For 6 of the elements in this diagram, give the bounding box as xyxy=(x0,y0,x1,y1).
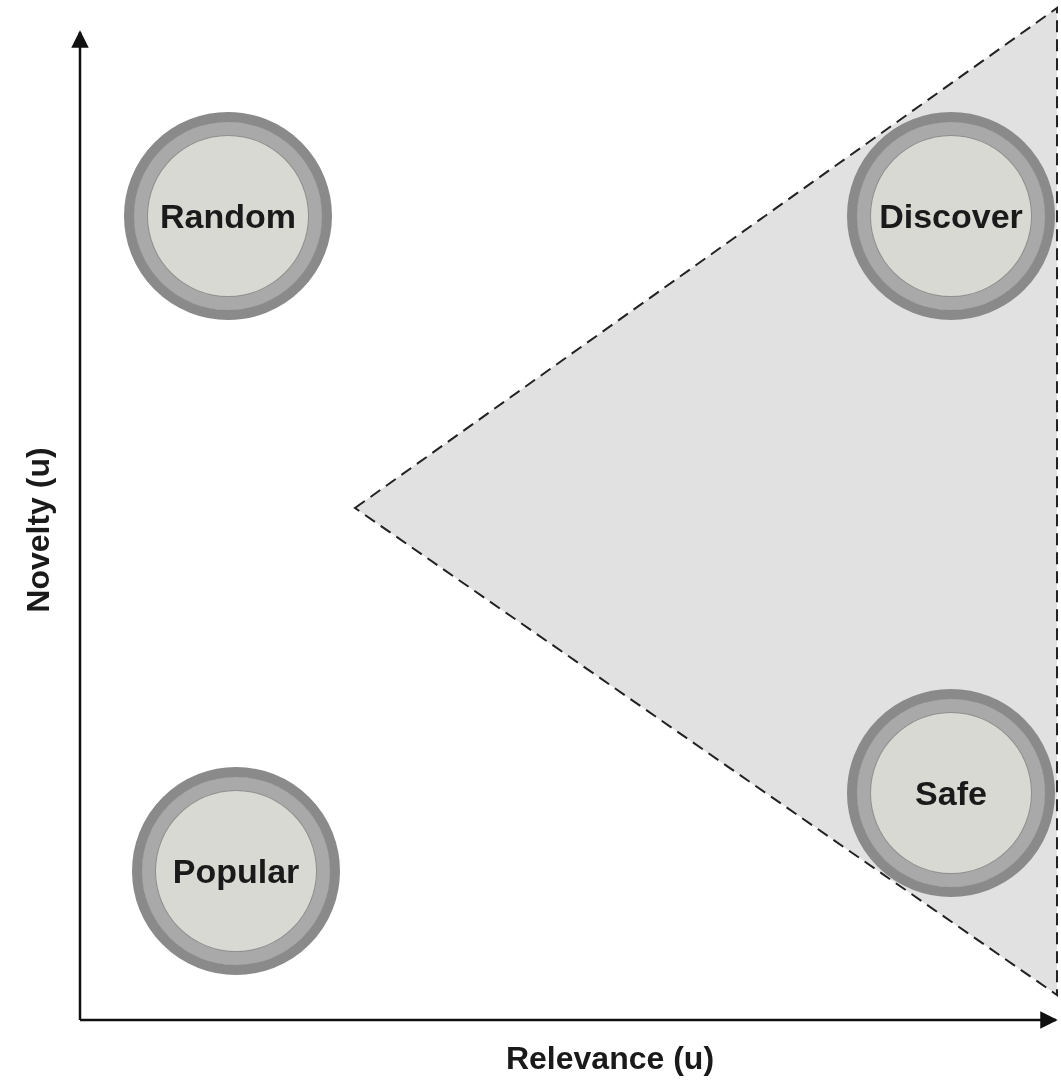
y-axis-title: Novelty (u) xyxy=(19,447,57,613)
node-label: Popular xyxy=(172,851,300,891)
node-label: Discover xyxy=(879,196,1023,236)
x-axis-title: Relevance (u) xyxy=(505,1039,715,1077)
node-label: Random xyxy=(160,196,296,236)
node-label: Safe xyxy=(915,773,987,813)
